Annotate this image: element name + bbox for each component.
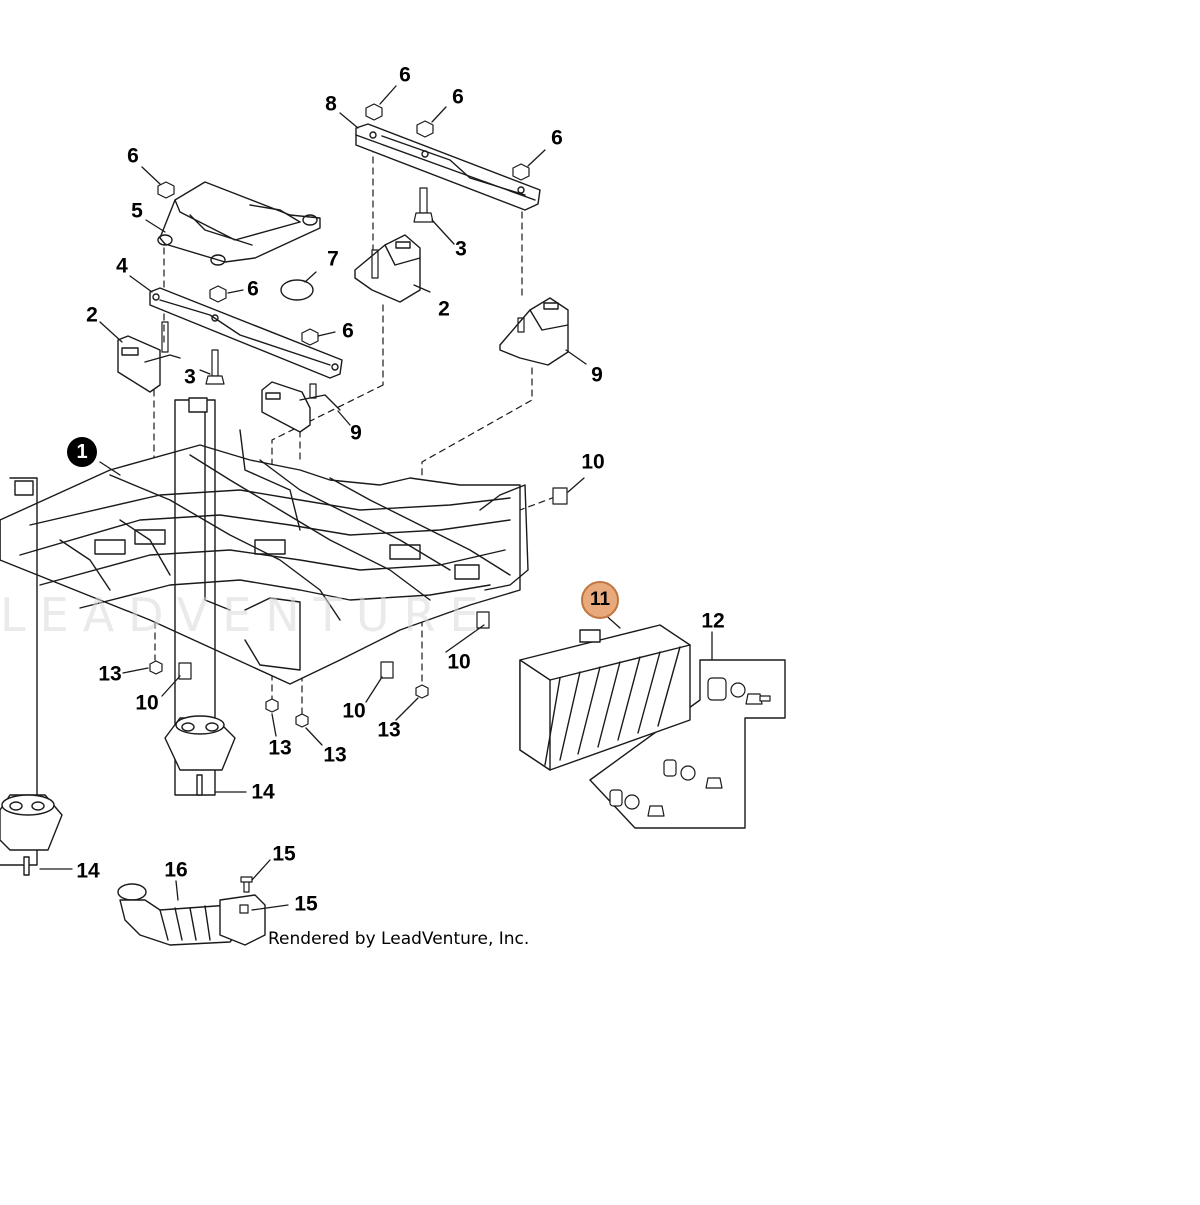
screws-15 [239,876,253,914]
callout-2[interactable]: 2 [86,303,98,327]
render-credit: Rendered by LeadVenture, Inc. [268,929,530,949]
callout-6[interactable]: 6 [551,126,563,150]
crossbar-8 [355,123,541,211]
callout-3[interactable]: 3 [455,237,467,261]
nuts [149,103,530,728]
callout-13[interactable]: 13 [98,662,122,686]
callout-6[interactable]: 6 [342,319,354,343]
bracket-9-right [499,297,569,366]
callout-11-highlighted[interactable]: 11 [581,581,619,619]
plate-5 [157,181,321,266]
callout-6[interactable]: 6 [452,85,464,109]
callout-13[interactable]: 13 [268,736,292,760]
callout-1[interactable]: 1 [67,437,97,467]
callout-10[interactable]: 10 [342,699,366,723]
callout-5[interactable]: 5 [131,199,143,223]
clips-10 [178,487,568,680]
crossbar-4 [149,287,343,379]
callout-13[interactable]: 13 [323,743,347,767]
callout-14[interactable]: 14 [251,780,275,804]
callout-12[interactable]: 12 [701,609,725,633]
callout-3[interactable]: 3 [184,365,196,389]
plug-7 [280,279,314,301]
hardware-12 [609,677,771,817]
watermark: LEADVENTURE [0,588,493,642]
callout-15[interactable]: 15 [294,892,318,916]
callout-13[interactable]: 13 [377,718,401,742]
duct-16 [117,883,266,946]
callout-7[interactable]: 7 [327,247,339,271]
callout-10[interactable]: 10 [581,450,605,474]
callout-8[interactable]: 8 [325,92,337,116]
callout-10[interactable]: 10 [447,650,471,674]
bracket-9-left [261,381,341,433]
leader-lines [39,85,713,911]
bracket-2-right [354,234,421,303]
callout-6[interactable]: 6 [127,144,139,168]
bolts-3 [161,187,525,399]
mount-14-b [0,480,63,876]
callout-6[interactable]: 6 [399,63,411,87]
callout-10[interactable]: 10 [135,691,159,715]
callout-14[interactable]: 14 [76,859,100,883]
callout-15[interactable]: 15 [272,842,296,866]
callout-9[interactable]: 9 [350,421,362,445]
bracket-2-left [117,335,181,393]
floor-pan-1 [0,399,529,685]
callout-6[interactable]: 6 [247,277,259,301]
callout-9[interactable]: 9 [591,363,603,387]
module-11 [519,624,691,771]
callout-2[interactable]: 2 [438,297,450,321]
mount-14-a [164,397,236,796]
callout-16[interactable]: 16 [164,858,188,882]
callout-4[interactable]: 4 [116,254,128,278]
